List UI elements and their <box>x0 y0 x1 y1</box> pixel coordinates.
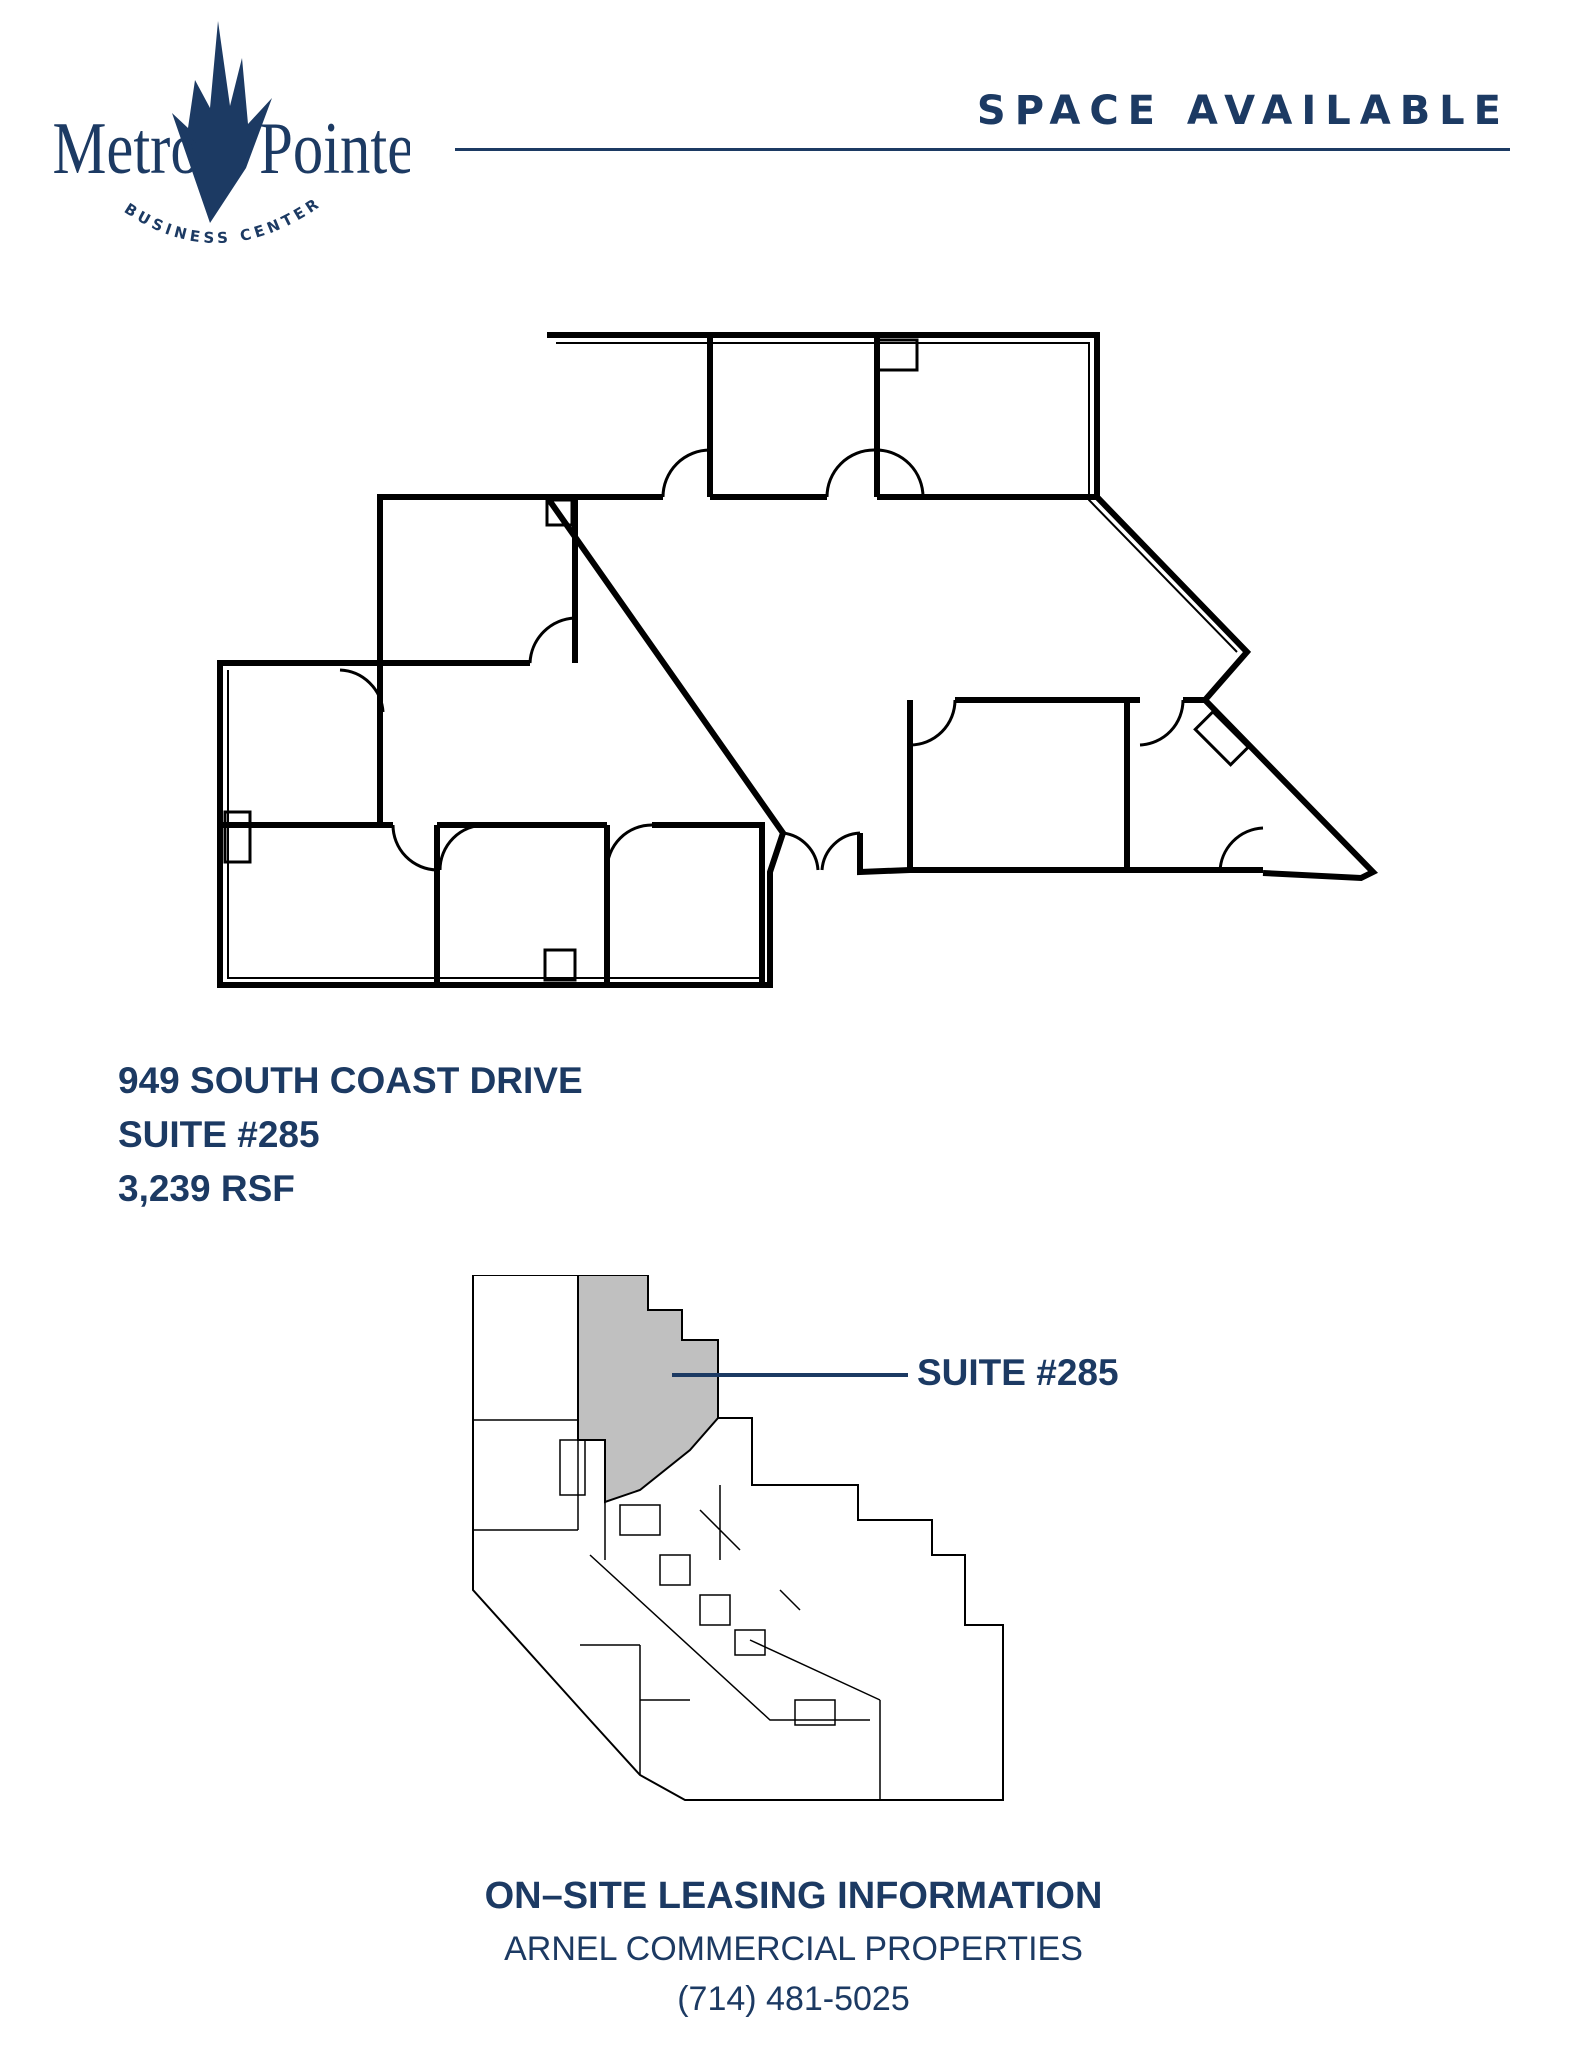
building-outline <box>472 1275 1004 1801</box>
core-elevators <box>559 1439 836 1726</box>
column-fixtures <box>223 338 1251 982</box>
property-address: 949 SOUTH COAST DRIVE <box>118 1060 583 1101</box>
suite-callout-leader <box>672 1373 908 1377</box>
page-title: SPACE AVAILABLE <box>976 88 1510 134</box>
leasing-heading: ON–SITE LEASING INFORMATION <box>484 1875 1103 1917</box>
building-key-plan <box>472 1275 1004 1801</box>
entry-door <box>782 831 861 871</box>
outer-wall <box>217 332 1379 988</box>
lower-office-walls <box>220 822 765 985</box>
left-office-walls <box>377 497 578 825</box>
door-swing <box>391 823 653 872</box>
leasing-company: ARNEL COMMERCIAL PROPERTIES <box>504 1930 1083 1968</box>
suite-callout-label: SUITE #285 <box>917 1352 1119 1393</box>
metro-pointe-logo: Metro Pointe BUSINESS CENTER <box>52 21 410 247</box>
leasing-phone[interactable]: (714) 481-5025 <box>677 1980 910 2018</box>
rentable-area: 3,239 RSF <box>118 1168 295 1209</box>
door-swing <box>909 699 1264 873</box>
crown-icon <box>172 21 272 223</box>
suite-number: SUITE #285 <box>118 1114 320 1155</box>
suite-floor-plan <box>217 332 1379 988</box>
door-swing <box>339 616 576 713</box>
logo-word-right: Pointe <box>259 107 410 189</box>
logo-word-left: Metro <box>52 107 200 189</box>
right-office-walls <box>907 697 1263 873</box>
interior-walls <box>473 1275 881 1800</box>
upper-office-walls <box>547 335 1097 500</box>
header-divider <box>455 148 1510 151</box>
door-swing <box>661 448 925 498</box>
